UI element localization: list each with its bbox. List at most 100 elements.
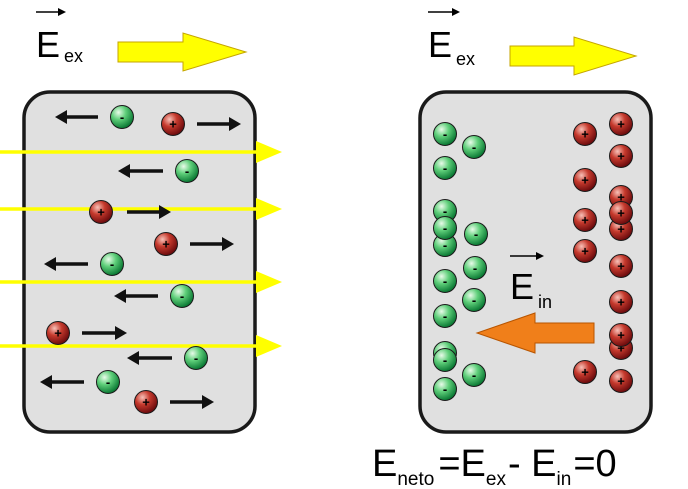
svg-text:-: - [474, 227, 478, 242]
net-field-equation: Eneto=Eex- Ein=0 [372, 443, 617, 489]
negative-charge: - [433, 156, 457, 180]
field-line-3 [0, 271, 282, 293]
positive-charge: + [573, 122, 597, 146]
svg-text:+: + [581, 127, 589, 142]
positive-charge: + [134, 390, 158, 414]
svg-text:+: + [581, 213, 589, 228]
negative-charge: - [433, 122, 457, 146]
svg-text:+: + [581, 365, 589, 380]
field-line-1 [0, 141, 282, 163]
svg-text:-: - [120, 110, 124, 125]
negative-charge: - [463, 256, 487, 280]
right-field-subscript: ex [456, 49, 475, 69]
left-external-field-label: E ex [36, 8, 83, 66]
right-field-symbol: E [428, 24, 452, 65]
svg-text:+: + [617, 374, 625, 389]
svg-text:-: - [443, 204, 447, 219]
motion-arrow-icon [40, 375, 84, 389]
motion-arrow-icon [44, 257, 88, 271]
negative-charge: - [175, 159, 199, 183]
left-charges: - + - + + - - + - - + [40, 105, 241, 414]
right-positive-charges: +++++++++++++++ [573, 112, 633, 393]
internal-field-symbol: E [510, 266, 534, 307]
positive-charge: + [609, 201, 633, 225]
svg-text:+: + [97, 205, 105, 220]
vector-arrow-icon [36, 8, 66, 16]
equation-minus: - E [508, 443, 557, 485]
negative-charge: - [170, 284, 194, 308]
negative-charge: - [462, 135, 486, 159]
negative-charge: - [433, 304, 457, 328]
svg-text:+: + [617, 206, 625, 221]
motion-arrow-icon [114, 289, 158, 303]
equation-lhs-subscript: neto [397, 469, 434, 489]
internal-field-arrow-icon [475, 312, 595, 354]
svg-text:-: - [443, 309, 447, 324]
motion-arrow-icon [127, 205, 171, 219]
positive-charge: + [609, 290, 633, 314]
positive-charge: + [161, 112, 185, 136]
negative-charge: - [96, 370, 120, 394]
svg-text:+: + [617, 117, 625, 132]
positive-charge: + [46, 321, 70, 345]
left-panel: E ex [0, 8, 282, 434]
field-line-2 [0, 198, 282, 220]
motion-arrow-icon [190, 237, 234, 251]
svg-text:+: + [617, 295, 625, 310]
svg-text:+: + [581, 244, 589, 259]
negative-charge: - [184, 346, 208, 370]
svg-text:+: + [54, 326, 62, 341]
left-field-lines [0, 141, 282, 357]
svg-text:+: + [142, 395, 150, 410]
svg-text:+: + [169, 117, 177, 132]
equation-term1-subscript: ex [486, 469, 507, 489]
positive-charge: + [573, 168, 597, 192]
positive-charge: + [573, 360, 597, 384]
positive-charge: + [609, 323, 633, 347]
negative-charge: - [462, 288, 486, 312]
positive-charge: + [609, 144, 633, 168]
svg-text:-: - [185, 164, 189, 179]
positive-charge: + [609, 369, 633, 393]
svg-text:-: - [443, 274, 447, 289]
svg-text:+: + [581, 173, 589, 188]
vector-arrow-icon [428, 8, 460, 16]
equation-eq1: =E [438, 443, 486, 485]
motion-arrow-icon [197, 117, 241, 131]
svg-text:-: - [443, 353, 447, 368]
negative-charge: - [433, 216, 457, 240]
left-field-symbol: E [36, 24, 60, 65]
svg-text:-: - [443, 221, 447, 236]
internal-field-subscript: in [538, 292, 552, 312]
positive-charge: + [89, 200, 113, 224]
positive-charge: + [609, 112, 633, 136]
motion-arrow-icon [127, 351, 172, 365]
negative-charge: - [433, 269, 457, 293]
left-external-field-arrow-icon [117, 32, 248, 72]
internal-field-label: E in [510, 252, 552, 312]
svg-text:+: + [617, 328, 625, 343]
svg-text:+: + [162, 237, 170, 252]
negative-charge: - [462, 363, 486, 387]
equation-lhs-symbol: E [372, 443, 397, 485]
svg-text:+: + [617, 259, 625, 274]
positive-charge: + [609, 254, 633, 278]
svg-text:-: - [472, 293, 476, 308]
svg-text:-: - [473, 261, 477, 276]
svg-text:-: - [443, 127, 447, 142]
right-negative-charges: --------------- [433, 122, 488, 401]
motion-arrow-icon [170, 395, 214, 409]
svg-text:-: - [110, 257, 114, 272]
positive-charge: + [573, 239, 597, 263]
left-field-subscript: ex [64, 46, 83, 66]
positive-charge: + [154, 232, 178, 256]
svg-text:+: + [617, 149, 625, 164]
negative-charge: - [433, 233, 457, 257]
negative-charge: - [464, 222, 488, 246]
equation-result: =0 [573, 443, 616, 485]
svg-text:-: - [194, 351, 198, 366]
equation-term2-subscript: in [557, 469, 572, 489]
right-external-field-label: E ex [428, 8, 475, 69]
svg-text:-: - [443, 238, 447, 253]
